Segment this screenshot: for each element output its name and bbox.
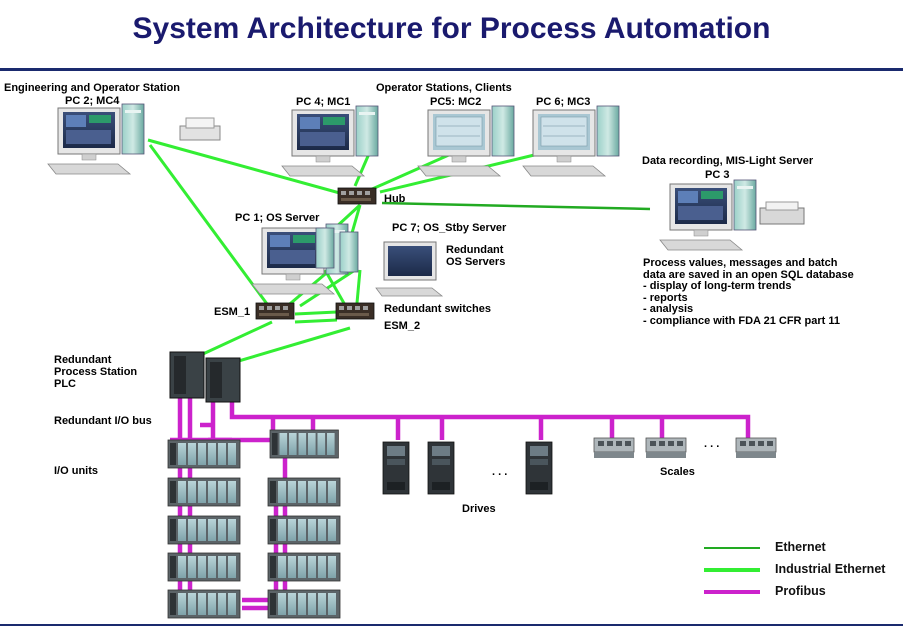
label-pc7: PC 7; OS_Stby Server bbox=[392, 222, 507, 234]
pc3-note-line: - analysis bbox=[643, 303, 694, 315]
label-eng-station: Engineering and Operator Station bbox=[4, 82, 181, 94]
label-plc-3: PLC bbox=[54, 378, 76, 390]
label-esm1: ESM_1 bbox=[214, 306, 251, 318]
label-scales: Scales bbox=[660, 466, 695, 478]
label-redundant-os-2: OS Servers bbox=[446, 256, 506, 268]
ethernet-link-pc3 bbox=[381, 201, 651, 211]
esm1-switch[interactable] bbox=[255, 302, 295, 320]
footer-rule bbox=[0, 624, 903, 626]
hub-device[interactable] bbox=[337, 187, 377, 205]
label-hub: Hub bbox=[384, 193, 406, 205]
pc3-note: Process values, messages and batch data … bbox=[643, 257, 854, 327]
label-redundant-switches: Redundant switches bbox=[384, 303, 491, 315]
io-rack-left-4[interactable] bbox=[167, 552, 241, 582]
drive-3[interactable] bbox=[525, 441, 553, 495]
io-rack-left-1[interactable] bbox=[167, 439, 241, 469]
io-rack-left-2[interactable] bbox=[167, 477, 241, 507]
legend-ethernet: Ethernet bbox=[775, 540, 826, 554]
io-rack-right-3[interactable] bbox=[267, 552, 341, 582]
label-pc5: PC5: MC2 bbox=[430, 96, 482, 108]
pc3-note-line: Process values, messages and batch bbox=[643, 257, 838, 269]
drive-2[interactable] bbox=[427, 441, 455, 495]
label-redundant-os-1: Redundant bbox=[446, 244, 504, 256]
label-plc-2: Process Station bbox=[54, 366, 138, 378]
io-rack-right-2[interactable] bbox=[267, 515, 341, 545]
pc3-note-line: data are saved in an open SQL database bbox=[643, 268, 854, 281]
pc5-workstation[interactable] bbox=[417, 105, 515, 177]
pc3-note-line: - display of long-term trends bbox=[643, 280, 792, 292]
printer-icon bbox=[179, 117, 221, 141]
label-io-units: I/O units bbox=[54, 465, 98, 477]
label-data-recording: Data recording, MIS-Light Server bbox=[642, 155, 814, 167]
pc7-server[interactable] bbox=[315, 227, 444, 297]
io-rack-left-3[interactable] bbox=[167, 515, 241, 545]
pc3-printer-icon bbox=[759, 201, 805, 225]
pc3-server[interactable] bbox=[659, 179, 757, 251]
plc-redundant[interactable] bbox=[169, 351, 241, 403]
profibus-links bbox=[170, 395, 751, 611]
label-plc-1: Redundant bbox=[54, 354, 112, 366]
scale-1[interactable] bbox=[593, 437, 635, 459]
label-pc4: PC 4; MC1 bbox=[296, 96, 351, 108]
label-esm2: ESM_2 bbox=[384, 320, 421, 332]
label-pc2: PC 2; MC4 bbox=[65, 95, 120, 107]
scale-3[interactable] bbox=[735, 437, 777, 459]
pc3-note-line: - reports bbox=[643, 291, 688, 304]
label-dots-drives: . . . bbox=[492, 466, 508, 478]
header-rule bbox=[0, 68, 903, 71]
legend-profibus: Profibus bbox=[775, 584, 826, 598]
pc3-note-line: - compliance with FDA 21 CFR part 11 bbox=[643, 314, 841, 327]
pc6-workstation[interactable] bbox=[522, 105, 620, 177]
label-pc3: PC 3 bbox=[705, 169, 730, 181]
io-rack-left-5[interactable] bbox=[167, 589, 241, 619]
io-rack-remote[interactable] bbox=[269, 429, 339, 459]
io-rack-right-4[interactable] bbox=[267, 589, 341, 619]
label-drives: Drives bbox=[462, 503, 496, 515]
label-op-stations: Operator Stations, Clients bbox=[376, 82, 512, 94]
label-pc6: PC 6; MC3 bbox=[536, 96, 591, 108]
label-dots-scales: . . . bbox=[704, 438, 720, 450]
drive-1[interactable] bbox=[382, 441, 410, 495]
esm2-switch[interactable] bbox=[335, 302, 375, 320]
label-io-bus: Redundant I/O bus bbox=[54, 415, 152, 427]
pc2-workstation[interactable] bbox=[47, 103, 145, 175]
slide-title: System Architecture for Process Automati… bbox=[132, 12, 771, 45]
label-pc1: PC 1; OS Server bbox=[235, 212, 320, 224]
io-rack-right-1[interactable] bbox=[267, 477, 341, 507]
legend-industrial-ethernet: Industrial Ethernet bbox=[775, 562, 886, 576]
scale-2[interactable] bbox=[645, 437, 687, 459]
